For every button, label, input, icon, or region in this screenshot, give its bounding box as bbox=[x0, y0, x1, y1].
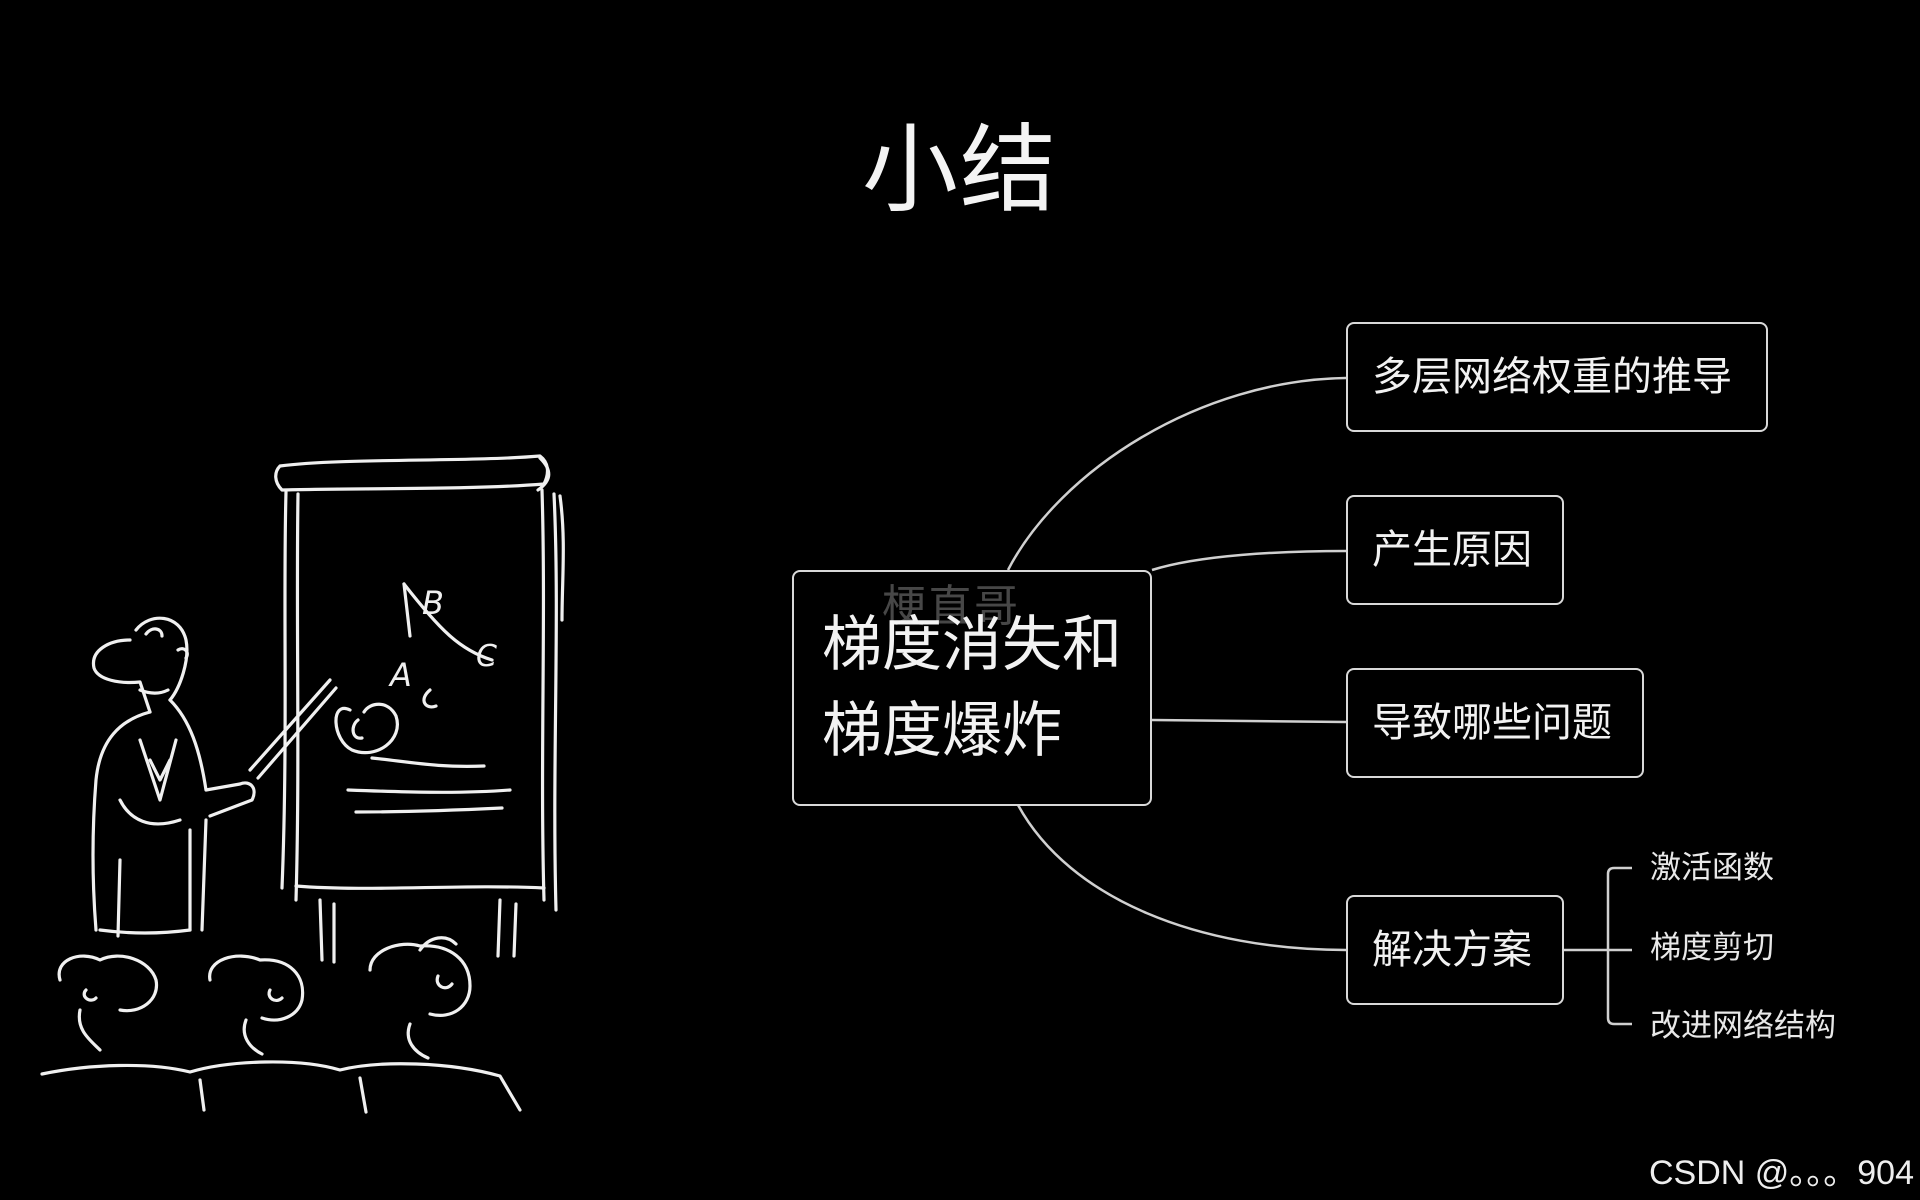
center-node: 梯度消失和 梯度爆炸 bbox=[792, 570, 1152, 806]
branch-label-causes: 产生原因 bbox=[1372, 527, 1532, 573]
center-node-line1: 梯度消失和 bbox=[822, 610, 1122, 680]
branch-node-causes: 产生原因 bbox=[1346, 495, 1564, 605]
slide-title: 小结 bbox=[862, 114, 1058, 226]
connector-sub-bracket bbox=[1606, 866, 1632, 1026]
branch-label-problems: 导致哪些问题 bbox=[1372, 700, 1612, 746]
center-node-line2: 梯度爆炸 bbox=[822, 696, 1062, 766]
branch-label-solutions: 解决方案 bbox=[1372, 927, 1532, 973]
branch-label-derivation: 多层网络权重的推导 bbox=[1372, 354, 1732, 400]
connector-branch-2 bbox=[1151, 549, 1347, 572]
board-letter-c: C bbox=[476, 639, 497, 674]
connector-branch-1 bbox=[1006, 376, 1347, 571]
connector-branch-4 bbox=[1016, 804, 1347, 952]
connector-branch-3 bbox=[1151, 718, 1347, 724]
sub-branch-architecture: 改进网络结构 bbox=[1650, 1008, 1836, 1044]
board-letters: B A C bbox=[388, 584, 497, 694]
board-letter-b: B bbox=[422, 584, 444, 622]
teacher-sketch bbox=[40, 454, 565, 1114]
branch-node-derivation: 多层网络权重的推导 bbox=[1346, 322, 1768, 432]
branch-node-problems: 导致哪些问题 bbox=[1346, 668, 1644, 778]
branch-node-solutions: 解决方案 bbox=[1346, 895, 1564, 1005]
credit-watermark: CSDN @。。。904 bbox=[1648, 1154, 1914, 1192]
board-letter-a: A bbox=[388, 656, 412, 694]
connector-lines bbox=[1006, 376, 1632, 1026]
sub-branch-activation: 激活函数 bbox=[1650, 850, 1774, 886]
watermark-text: 梗直哥 bbox=[882, 581, 1020, 632]
sub-branch-clipping: 梯度剪切 bbox=[1650, 930, 1774, 966]
